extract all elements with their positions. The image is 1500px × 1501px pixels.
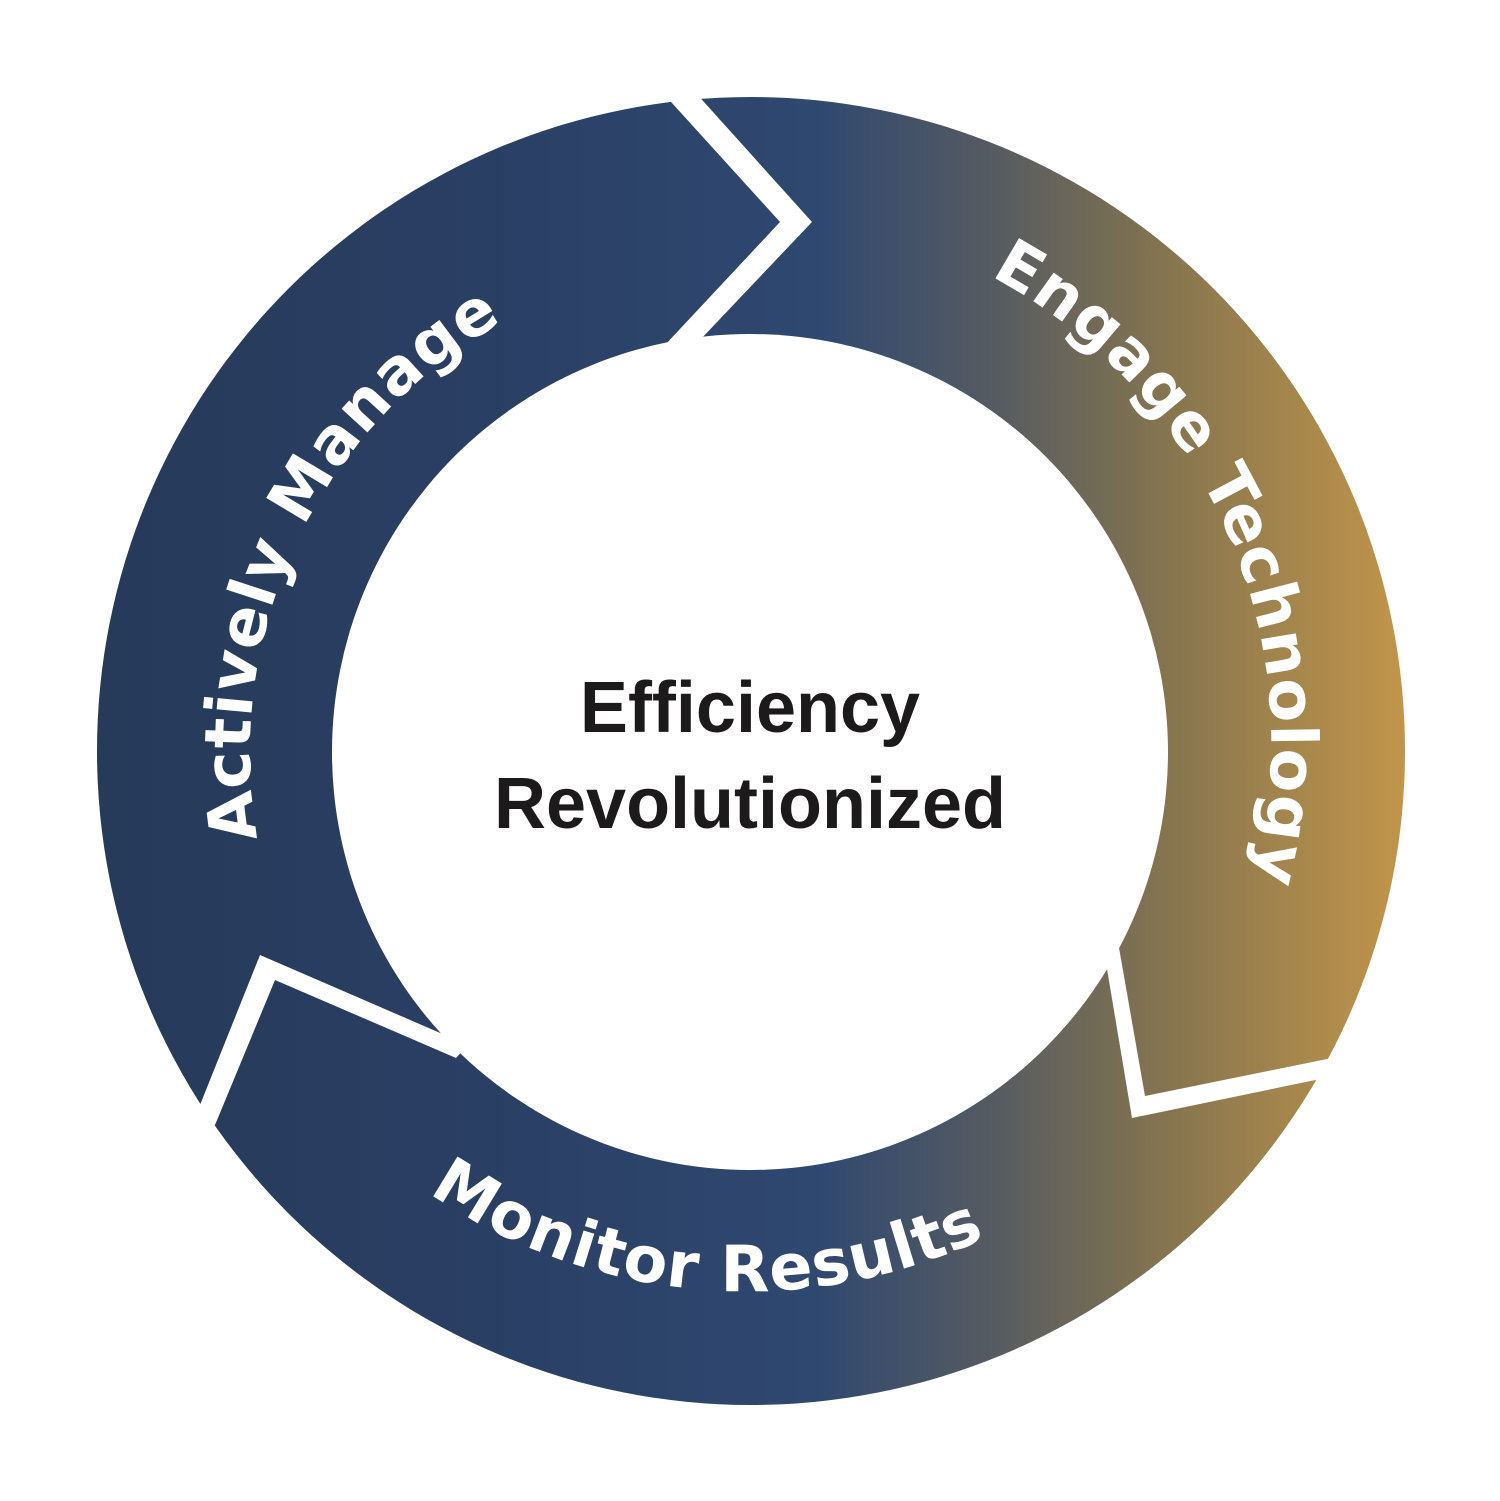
cycle-ring — [97, 97, 1405, 1405]
center-title-line-1: Efficiency — [579, 668, 921, 748]
separator-top — [662, 92, 812, 345]
separator-right — [1103, 942, 1332, 1118]
center-title-line-2: Revolutionized — [493, 764, 1006, 844]
separator-left — [196, 955, 468, 1125]
